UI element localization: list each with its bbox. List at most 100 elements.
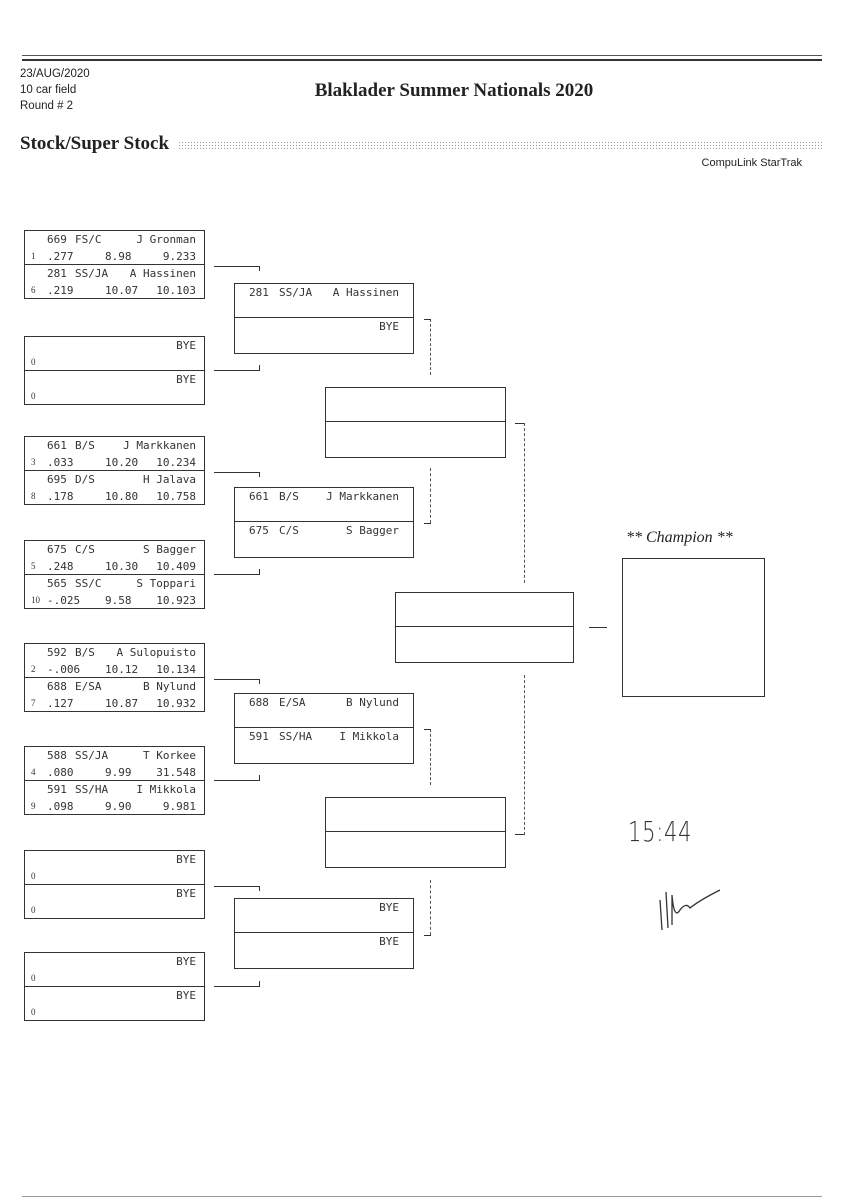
handwritten-signature [659, 889, 721, 931]
entrant-slot: BYE [235, 899, 413, 933]
driver-name: A Hassinen [332, 286, 399, 299]
bracket-line [214, 986, 260, 987]
bracket-line [424, 935, 431, 936]
champion-label: ** Champion ** [626, 529, 733, 546]
dial-in: 8.98 [105, 250, 132, 263]
car-number: 592 [47, 646, 67, 659]
car-class: SS/JA [75, 267, 109, 280]
entrant-slot [326, 422, 505, 456]
bracket-dashed-line [524, 675, 525, 835]
dial-in: 10.12 [105, 663, 139, 676]
champion-box [622, 558, 765, 697]
bracket-dashed-line [430, 319, 431, 375]
bracket-line [214, 679, 260, 680]
event-date: 23/AUG/2020 [20, 68, 90, 80]
seed-number: 10 [31, 595, 40, 605]
bottom-rule [22, 1196, 822, 1197]
elapsed-time: 10.134 [156, 663, 196, 676]
dial-in: 10.80 [105, 490, 139, 503]
dotted-leader [178, 141, 824, 150]
driver-name: S Toppari [136, 577, 196, 590]
bracket-line [259, 569, 260, 574]
bracket-dashed-line [430, 729, 431, 785]
seed-number: 0 [31, 357, 36, 367]
driver-name: BYE [379, 901, 399, 914]
dial-in: 10.30 [105, 560, 139, 573]
driver-name: J Gronman [136, 233, 196, 246]
event-meta: 23/AUG/2020 10 car field Round # 2 [20, 66, 90, 114]
car-number: 591 [249, 730, 269, 743]
car-number: 688 [249, 696, 269, 709]
bracket-dashed-line [524, 423, 525, 583]
reaction-time: .178 [47, 490, 74, 503]
reaction-time: .277 [47, 250, 74, 263]
top-rule [22, 55, 822, 56]
seed-number: 0 [31, 905, 36, 915]
field-size: 10 car field [20, 84, 77, 96]
dial-in: 9.90 [105, 800, 132, 813]
top-rule-thick [22, 59, 822, 61]
bracket-line [259, 775, 260, 780]
bracket-dashed-line [430, 468, 431, 523]
driver-name: A Hassinen [129, 267, 196, 280]
driver-name: A Sulopuisto [116, 646, 196, 659]
seed-number: 0 [31, 871, 36, 881]
entrant-slot [396, 593, 573, 627]
bracket-line [515, 834, 524, 835]
bracket-line [589, 627, 607, 628]
bracket-line [259, 365, 260, 370]
seed-number: 9 [31, 801, 36, 811]
bracket-line [259, 679, 260, 684]
car-class: C/S [279, 524, 299, 537]
entrant-slot [326, 388, 505, 422]
bracket-line [259, 886, 260, 891]
driver-name: BYE [379, 935, 399, 948]
entrant-slot [396, 627, 573, 661]
entrant-slot [326, 798, 505, 832]
elapsed-time: 10.923 [156, 594, 196, 607]
seed-number: 1 [31, 251, 36, 261]
bracket-line [424, 729, 431, 730]
bracket-line [259, 472, 260, 477]
driver-name: S Bagger [143, 543, 196, 556]
car-number: 281 [47, 267, 67, 280]
car-class: B/S [279, 490, 299, 503]
seed-number: 0 [31, 391, 36, 401]
car-number: 565 [47, 577, 67, 590]
car-class: E/SA [279, 696, 306, 709]
software-credit: CompuLink StarTrak [701, 157, 802, 169]
car-class: SS/HA [75, 783, 109, 796]
driver-name: I Mikkola [136, 783, 196, 796]
bracket-line [214, 780, 260, 781]
driver-name: BYE [176, 853, 196, 866]
bracket-dashed-line [430, 880, 431, 935]
driver-name: BYE [176, 989, 196, 1002]
seed-number: 2 [31, 664, 36, 674]
driver-name: BYE [379, 320, 399, 333]
seed-number: 8 [31, 491, 36, 501]
reaction-time: -.006 [47, 663, 81, 676]
handwritten-time: 15:44 [628, 815, 693, 848]
round-number: Round # 2 [20, 100, 74, 112]
reaction-time: -.025 [47, 594, 81, 607]
event-title: Blaklader Summer Nationals 2020 [314, 80, 594, 101]
elapsed-time: 10.409 [156, 560, 196, 573]
bracket-line [214, 266, 260, 267]
car-number: 688 [47, 680, 67, 693]
driver-name: BYE [176, 339, 196, 352]
